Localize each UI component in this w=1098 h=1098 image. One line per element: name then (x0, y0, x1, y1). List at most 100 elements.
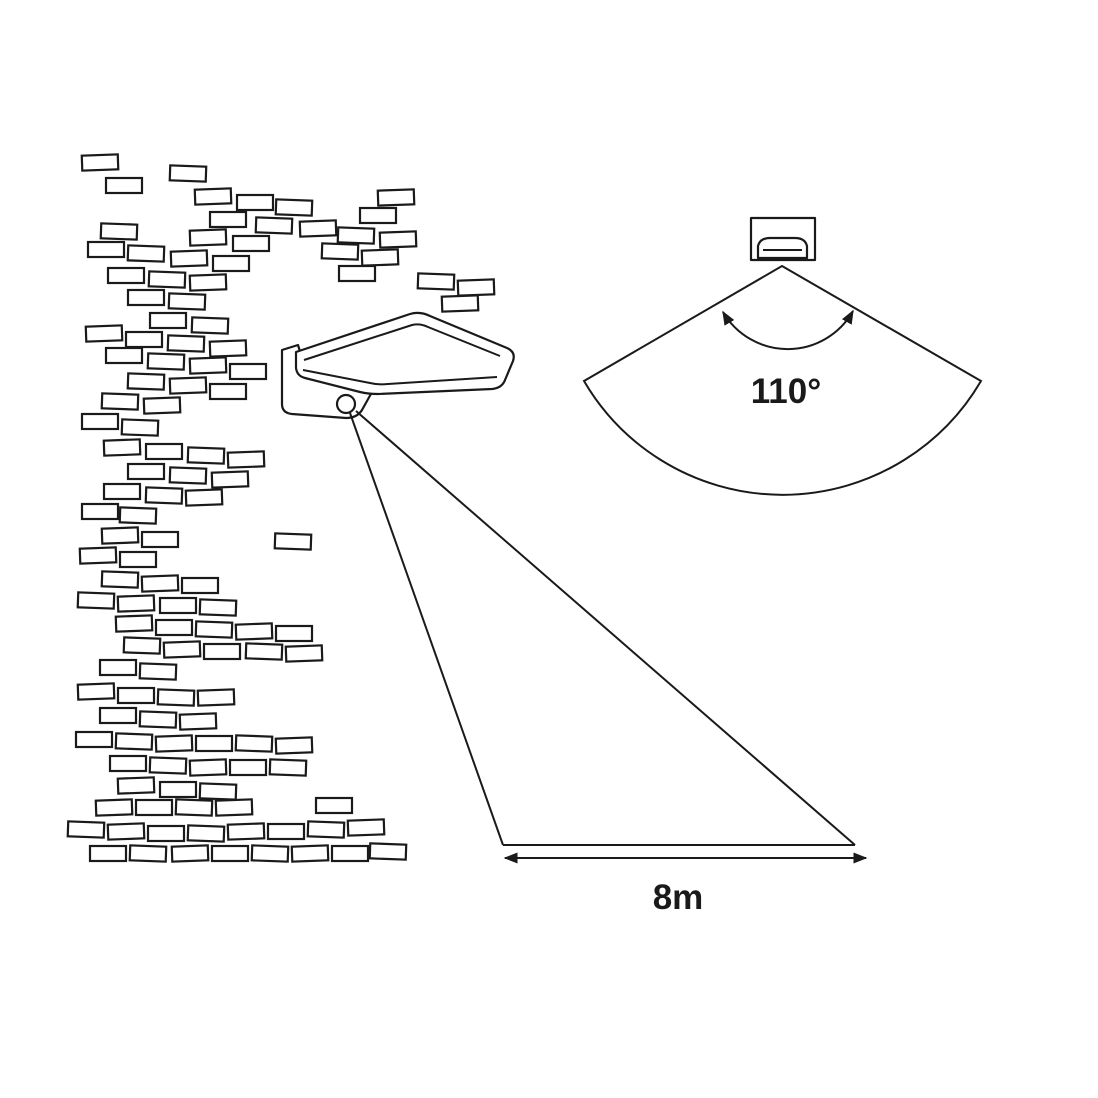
brick (114, 732, 154, 751)
brick (76, 682, 116, 701)
brick (102, 482, 142, 501)
brick (94, 798, 134, 817)
brick (193, 187, 233, 206)
brick (140, 574, 180, 593)
brick (158, 596, 198, 615)
brick (378, 230, 418, 249)
brick (360, 248, 400, 267)
brick (169, 249, 209, 268)
lamp-body (294, 311, 515, 396)
brick (214, 798, 254, 817)
brick (168, 164, 208, 183)
brick (74, 730, 114, 749)
brick (99, 222, 139, 241)
brick (190, 316, 230, 335)
brick (416, 272, 456, 291)
cone-edge-near (349, 412, 504, 846)
brick (208, 382, 248, 401)
brick (274, 624, 314, 643)
brick (154, 734, 194, 753)
brick (88, 844, 128, 863)
motion-sensor-icon (335, 393, 357, 415)
detection-cone (349, 410, 856, 846)
brick (188, 273, 228, 292)
brick (100, 570, 140, 589)
brick (80, 502, 120, 521)
brick (234, 622, 274, 641)
brick (273, 532, 313, 551)
brick (116, 594, 156, 613)
brick (124, 330, 164, 349)
brick (284, 644, 324, 663)
brick (268, 758, 308, 777)
brick (196, 688, 236, 707)
distance-label: 8m (653, 878, 704, 917)
brick (178, 712, 218, 731)
brick (368, 842, 408, 861)
brick (180, 576, 220, 595)
brick (274, 736, 314, 755)
brick (86, 240, 126, 259)
angle-label: 110° (751, 372, 821, 411)
sensor-lens (756, 236, 809, 260)
brick (104, 176, 144, 195)
brick (168, 376, 208, 395)
brick (188, 228, 228, 247)
brick (358, 206, 398, 225)
brick (202, 642, 242, 661)
brick (170, 844, 210, 863)
brick (290, 844, 330, 863)
brick (186, 446, 226, 465)
brick (226, 822, 266, 841)
brick (156, 688, 196, 707)
brick (210, 844, 250, 863)
brick (314, 796, 354, 815)
brick (208, 339, 248, 358)
brick (106, 266, 146, 285)
brick (98, 706, 138, 725)
brick (186, 824, 226, 843)
brick (78, 546, 118, 565)
brick (234, 734, 274, 753)
brick (274, 198, 314, 217)
brick (250, 844, 290, 863)
brick (167, 292, 207, 311)
brick (254, 216, 294, 235)
brick (336, 226, 376, 245)
brick (208, 210, 248, 229)
brick (376, 188, 416, 207)
brick (166, 334, 206, 353)
brick (116, 776, 156, 795)
brick-wall (66, 153, 496, 863)
solar-wall-light (280, 311, 515, 420)
brick (174, 798, 214, 817)
brick (231, 234, 271, 253)
brick (144, 486, 184, 505)
brick (244, 642, 284, 661)
brick (298, 219, 338, 238)
brick (330, 844, 370, 863)
brick (140, 530, 180, 549)
brick (120, 418, 160, 437)
brick (198, 598, 238, 617)
brick (320, 242, 360, 261)
brick (126, 244, 166, 263)
brick (126, 288, 166, 307)
brick (118, 506, 158, 525)
brick (128, 844, 168, 863)
brick (211, 254, 251, 273)
detection-fan (582, 264, 983, 496)
brick (346, 818, 386, 837)
brick (80, 153, 120, 172)
brick (440, 294, 480, 313)
brick (104, 346, 144, 365)
brick (198, 782, 238, 801)
brick (266, 822, 306, 841)
brick (158, 780, 198, 799)
brick (228, 362, 268, 381)
brick (138, 710, 178, 729)
brick (126, 462, 166, 481)
brick (235, 193, 275, 212)
